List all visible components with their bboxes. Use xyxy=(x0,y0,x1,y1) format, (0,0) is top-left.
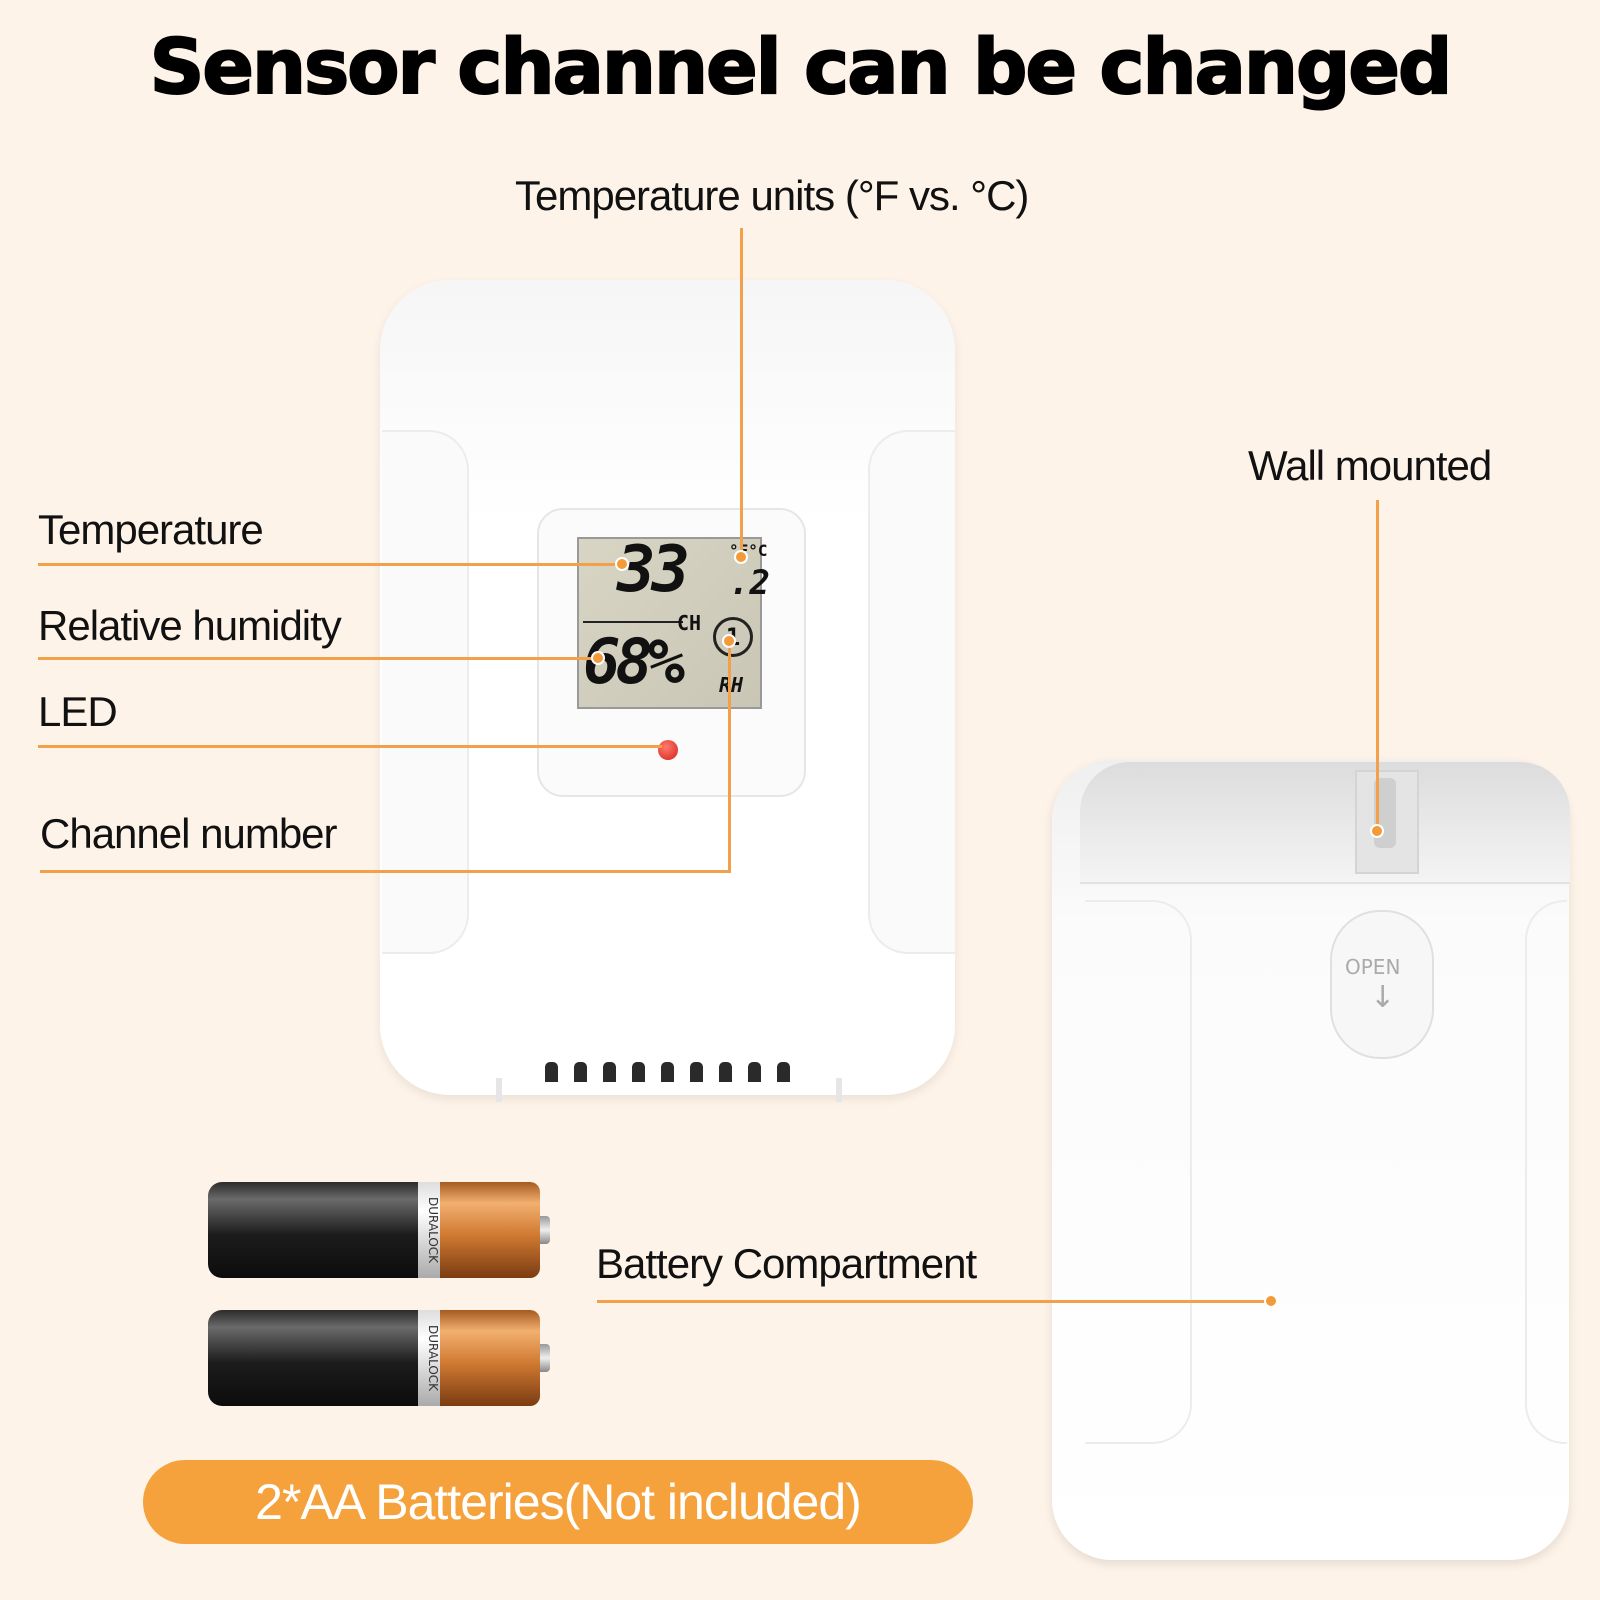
lcd-temperature-decimal: .2 xyxy=(729,563,770,603)
vent-slot xyxy=(545,1062,558,1082)
temperature-units-label: Temperature units (°F vs. °C) xyxy=(515,172,1029,219)
led-label: LED xyxy=(38,688,118,735)
lcd-temperature: 33 xyxy=(617,533,690,607)
open-label: OPEN xyxy=(1345,955,1401,979)
vent-slot xyxy=(748,1062,761,1082)
page-title: Sensor channel can be changed xyxy=(149,21,1454,112)
ventilation-slots xyxy=(545,1062,790,1082)
relative-humidity-callout-dot xyxy=(591,651,605,665)
battery-cap xyxy=(440,1182,540,1278)
channel-number-callout-dot xyxy=(722,634,736,648)
battery-compartment-callout-line xyxy=(597,1300,1270,1303)
battery-terminal xyxy=(540,1216,550,1244)
temperature-callout-dot xyxy=(615,557,629,571)
arrow-down-icon: ↓ xyxy=(1370,980,1396,1015)
wall-mounted-callout-line xyxy=(1376,500,1379,830)
vent-slot xyxy=(719,1062,732,1082)
channel-number-callout-line xyxy=(40,870,731,873)
temperature-units-callout-dot xyxy=(734,550,748,564)
aa-battery: DURALOCK xyxy=(208,1310,550,1406)
battery-compartment-label: Battery Compartment xyxy=(596,1240,977,1287)
vent-slot xyxy=(690,1062,703,1082)
aa-battery: DURALOCK xyxy=(208,1182,550,1278)
vent-slot xyxy=(777,1062,790,1082)
channel-number-label: Channel number xyxy=(40,810,338,857)
vent-slot xyxy=(603,1062,616,1082)
lcd-channel-label: CH xyxy=(677,611,702,635)
channel-number-callout-vertical xyxy=(728,640,731,873)
sensor-side-panel-right xyxy=(868,430,955,954)
battery-brand: DURALOCK xyxy=(418,1310,440,1406)
lcd-divider xyxy=(583,621,683,623)
vent-slot xyxy=(574,1062,587,1082)
wall-mounted-callout-dot xyxy=(1370,824,1384,838)
temperature-callout-line xyxy=(38,563,622,566)
back-side-panel-right xyxy=(1525,900,1567,1444)
battery-body xyxy=(208,1182,423,1278)
vent-slot xyxy=(661,1062,674,1082)
temperature-label: Temperature xyxy=(38,506,264,553)
wall-mounted-label: Wall mounted xyxy=(1248,442,1492,489)
battery-cap xyxy=(440,1310,540,1406)
sensor-foot xyxy=(496,1078,502,1102)
led-indicator xyxy=(658,740,678,760)
sensor-foot xyxy=(836,1078,842,1102)
relative-humidity-callout-line xyxy=(38,657,598,660)
relative-humidity-label: Relative humidity xyxy=(38,602,342,649)
temperature-units-callout-line xyxy=(740,228,743,556)
battery-body xyxy=(208,1310,423,1406)
led-callout-line xyxy=(38,745,662,748)
battery-compartment-callout-dot xyxy=(1264,1294,1278,1308)
sensor-side-panel-left xyxy=(382,430,469,954)
battery-cover-latch[interactable] xyxy=(1330,910,1434,1059)
vent-slot xyxy=(632,1062,645,1082)
lcd-humidity-unit: RH xyxy=(719,673,744,697)
battery-terminal xyxy=(540,1344,550,1372)
sensor-back-top xyxy=(1080,762,1570,884)
batteries-note-badge: 2*AA Batteries(Not included) xyxy=(143,1460,973,1544)
sensor-back xyxy=(1052,760,1569,1560)
battery-brand: DURALOCK xyxy=(418,1182,440,1278)
back-side-panel-left xyxy=(1085,900,1192,1444)
